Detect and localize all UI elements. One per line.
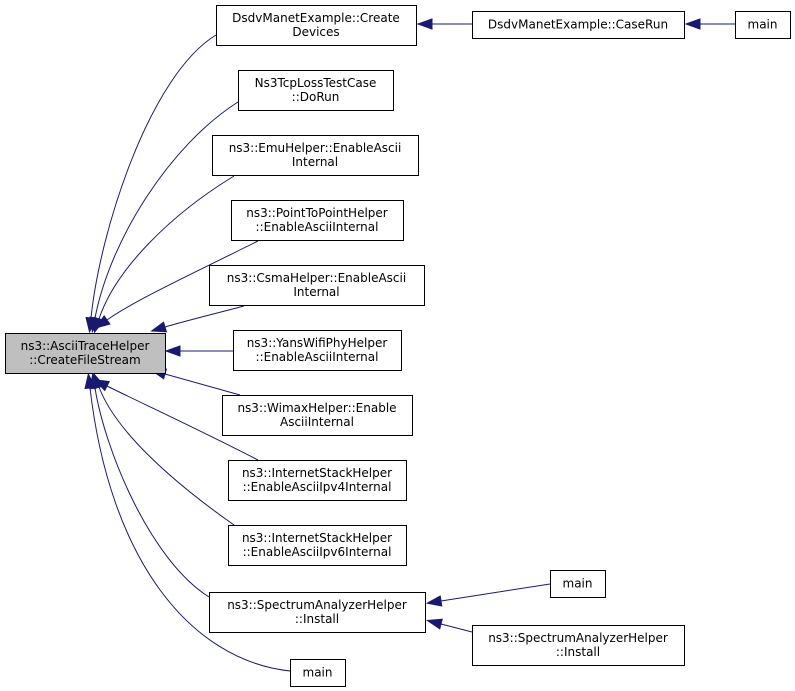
node-label-line: main <box>303 666 333 680</box>
edge-n9-n0 <box>164 373 241 396</box>
node-label-line: ::EnableAsciiInternal <box>256 350 379 364</box>
node-label-line: ns3::EmuHelper::EnableAscii <box>229 141 402 155</box>
edge-n14-n12 <box>440 623 473 633</box>
edge-n12-n0 <box>94 387 210 598</box>
node-box <box>472 625 685 666</box>
node-label-line: ns3::PointToPointHelper <box>246 206 388 220</box>
node-label-line: ns3::AsciiTraceHelper <box>21 339 150 353</box>
node-label-line: ::EnableAsciiIpv4Internal <box>243 480 392 494</box>
node-label-line: ::Install <box>295 612 339 626</box>
node-label-line: Internal <box>293 285 339 299</box>
node-box <box>216 5 417 46</box>
node-label-line: main <box>748 18 778 32</box>
arrowhead-n2-n1 <box>416 18 433 30</box>
node-label-line: DsdvManetExample::Create <box>232 11 400 25</box>
edge-n7-n0 <box>164 305 245 328</box>
node-n15[interactable]: main <box>290 659 346 687</box>
node-box <box>550 570 606 598</box>
node-label-line: ns3::SpectrumAnalyzerHelper <box>488 631 668 645</box>
node-n7[interactable]: ns3::CsmaHelper::EnableAsciiInternal <box>209 265 425 306</box>
edge-n4-n0 <box>94 101 239 319</box>
arrowhead-n3-n2 <box>684 18 701 30</box>
node-n5[interactable]: ns3::EmuHelper::EnableAsciiInternal <box>212 135 419 176</box>
node-box <box>231 200 404 241</box>
node-label-line: ::Install <box>556 645 600 659</box>
arrowhead-n15-n0 <box>84 372 96 390</box>
node-label-line: ::EnableAsciiIpv6Internal <box>243 545 392 559</box>
node-n9[interactable]: ns3::WimaxHelper::EnableAsciiInternal <box>222 395 413 436</box>
edge-n15-n0 <box>89 387 291 672</box>
node-box <box>212 135 419 176</box>
node-box <box>5 333 166 374</box>
node-label-line: ns3::YansWifiPhyHelper <box>247 336 388 350</box>
node-n6[interactable]: ns3::PointToPointHelper::EnableAsciiInte… <box>231 200 404 241</box>
node-label-line: ::EnableAsciiInternal <box>256 220 379 234</box>
node-label-line: ::DoRun <box>292 90 340 104</box>
edge-n6-n0 <box>106 240 259 321</box>
node-box <box>209 265 425 306</box>
node-n4[interactable]: Ns3TcpLossTestCase::DoRun <box>238 70 394 111</box>
node-label-line: ::CreateFileStream <box>29 353 140 367</box>
nodes-layer: ns3::AsciiTraceHelper::CreateFileStream D… <box>5 5 791 687</box>
node-label-line: ns3::SpectrumAnalyzerHelper <box>227 598 407 612</box>
node-box <box>228 460 407 501</box>
node-label-line: ns3::CsmaHelper::EnableAscii <box>227 271 406 285</box>
arrowhead-n13-n12 <box>425 595 443 607</box>
node-label-line: Devices <box>292 25 339 39</box>
node-label-line: AsciiInternal <box>280 415 354 429</box>
node-box <box>238 70 394 111</box>
edge-n11-n0 <box>98 386 235 526</box>
arrowhead-n7-n0 <box>150 321 168 333</box>
node-n3[interactable]: main <box>735 11 791 39</box>
edge-n1-n0 <box>90 34 217 319</box>
node-label-line: main <box>563 577 593 591</box>
node-label-line: ns3::InternetStackHelper <box>242 531 392 545</box>
node-box <box>228 525 407 566</box>
node-box <box>290 659 346 687</box>
node-n10[interactable]: ns3::InternetStackHelper::EnableAsciiIpv… <box>228 460 407 501</box>
arrowhead-n14-n12 <box>426 618 443 630</box>
node-label-line: Internal <box>292 155 338 169</box>
node-box <box>222 395 413 436</box>
edge-n13-n12 <box>440 583 551 602</box>
node-n14[interactable]: ns3::SpectrumAnalyzerHelper::Install <box>472 625 685 666</box>
node-label-line: ns3::WimaxHelper::Enable <box>237 401 396 415</box>
node-label-line: Ns3TcpLossTestCase <box>255 76 377 90</box>
node-box <box>735 11 791 39</box>
edges-layer <box>84 18 735 672</box>
edge-n5-n0 <box>98 175 235 320</box>
node-n0[interactable]: ns3::AsciiTraceHelper::CreateFileStream <box>5 333 166 374</box>
node-label-line: DsdvManetExample::CaseRun <box>488 18 668 32</box>
node-box <box>233 330 402 371</box>
node-label-line: ns3::InternetStackHelper <box>242 466 392 480</box>
node-n11[interactable]: ns3::InternetStackHelper::EnableAsciiIpv… <box>228 525 407 566</box>
node-n2[interactable]: DsdvManetExample::CaseRun <box>472 11 685 39</box>
node-box <box>209 592 426 633</box>
node-box <box>472 11 685 39</box>
edge-n10-n0 <box>106 385 259 461</box>
node-n12[interactable]: ns3::SpectrumAnalyzerHelper::Install <box>209 592 426 633</box>
node-n13[interactable]: main <box>550 570 606 598</box>
arrowhead-n6-n0 <box>94 315 111 329</box>
arrowhead-n8-n0 <box>164 345 181 357</box>
node-n8[interactable]: ns3::YansWifiPhyHelper::EnableAsciiInter… <box>233 330 402 371</box>
